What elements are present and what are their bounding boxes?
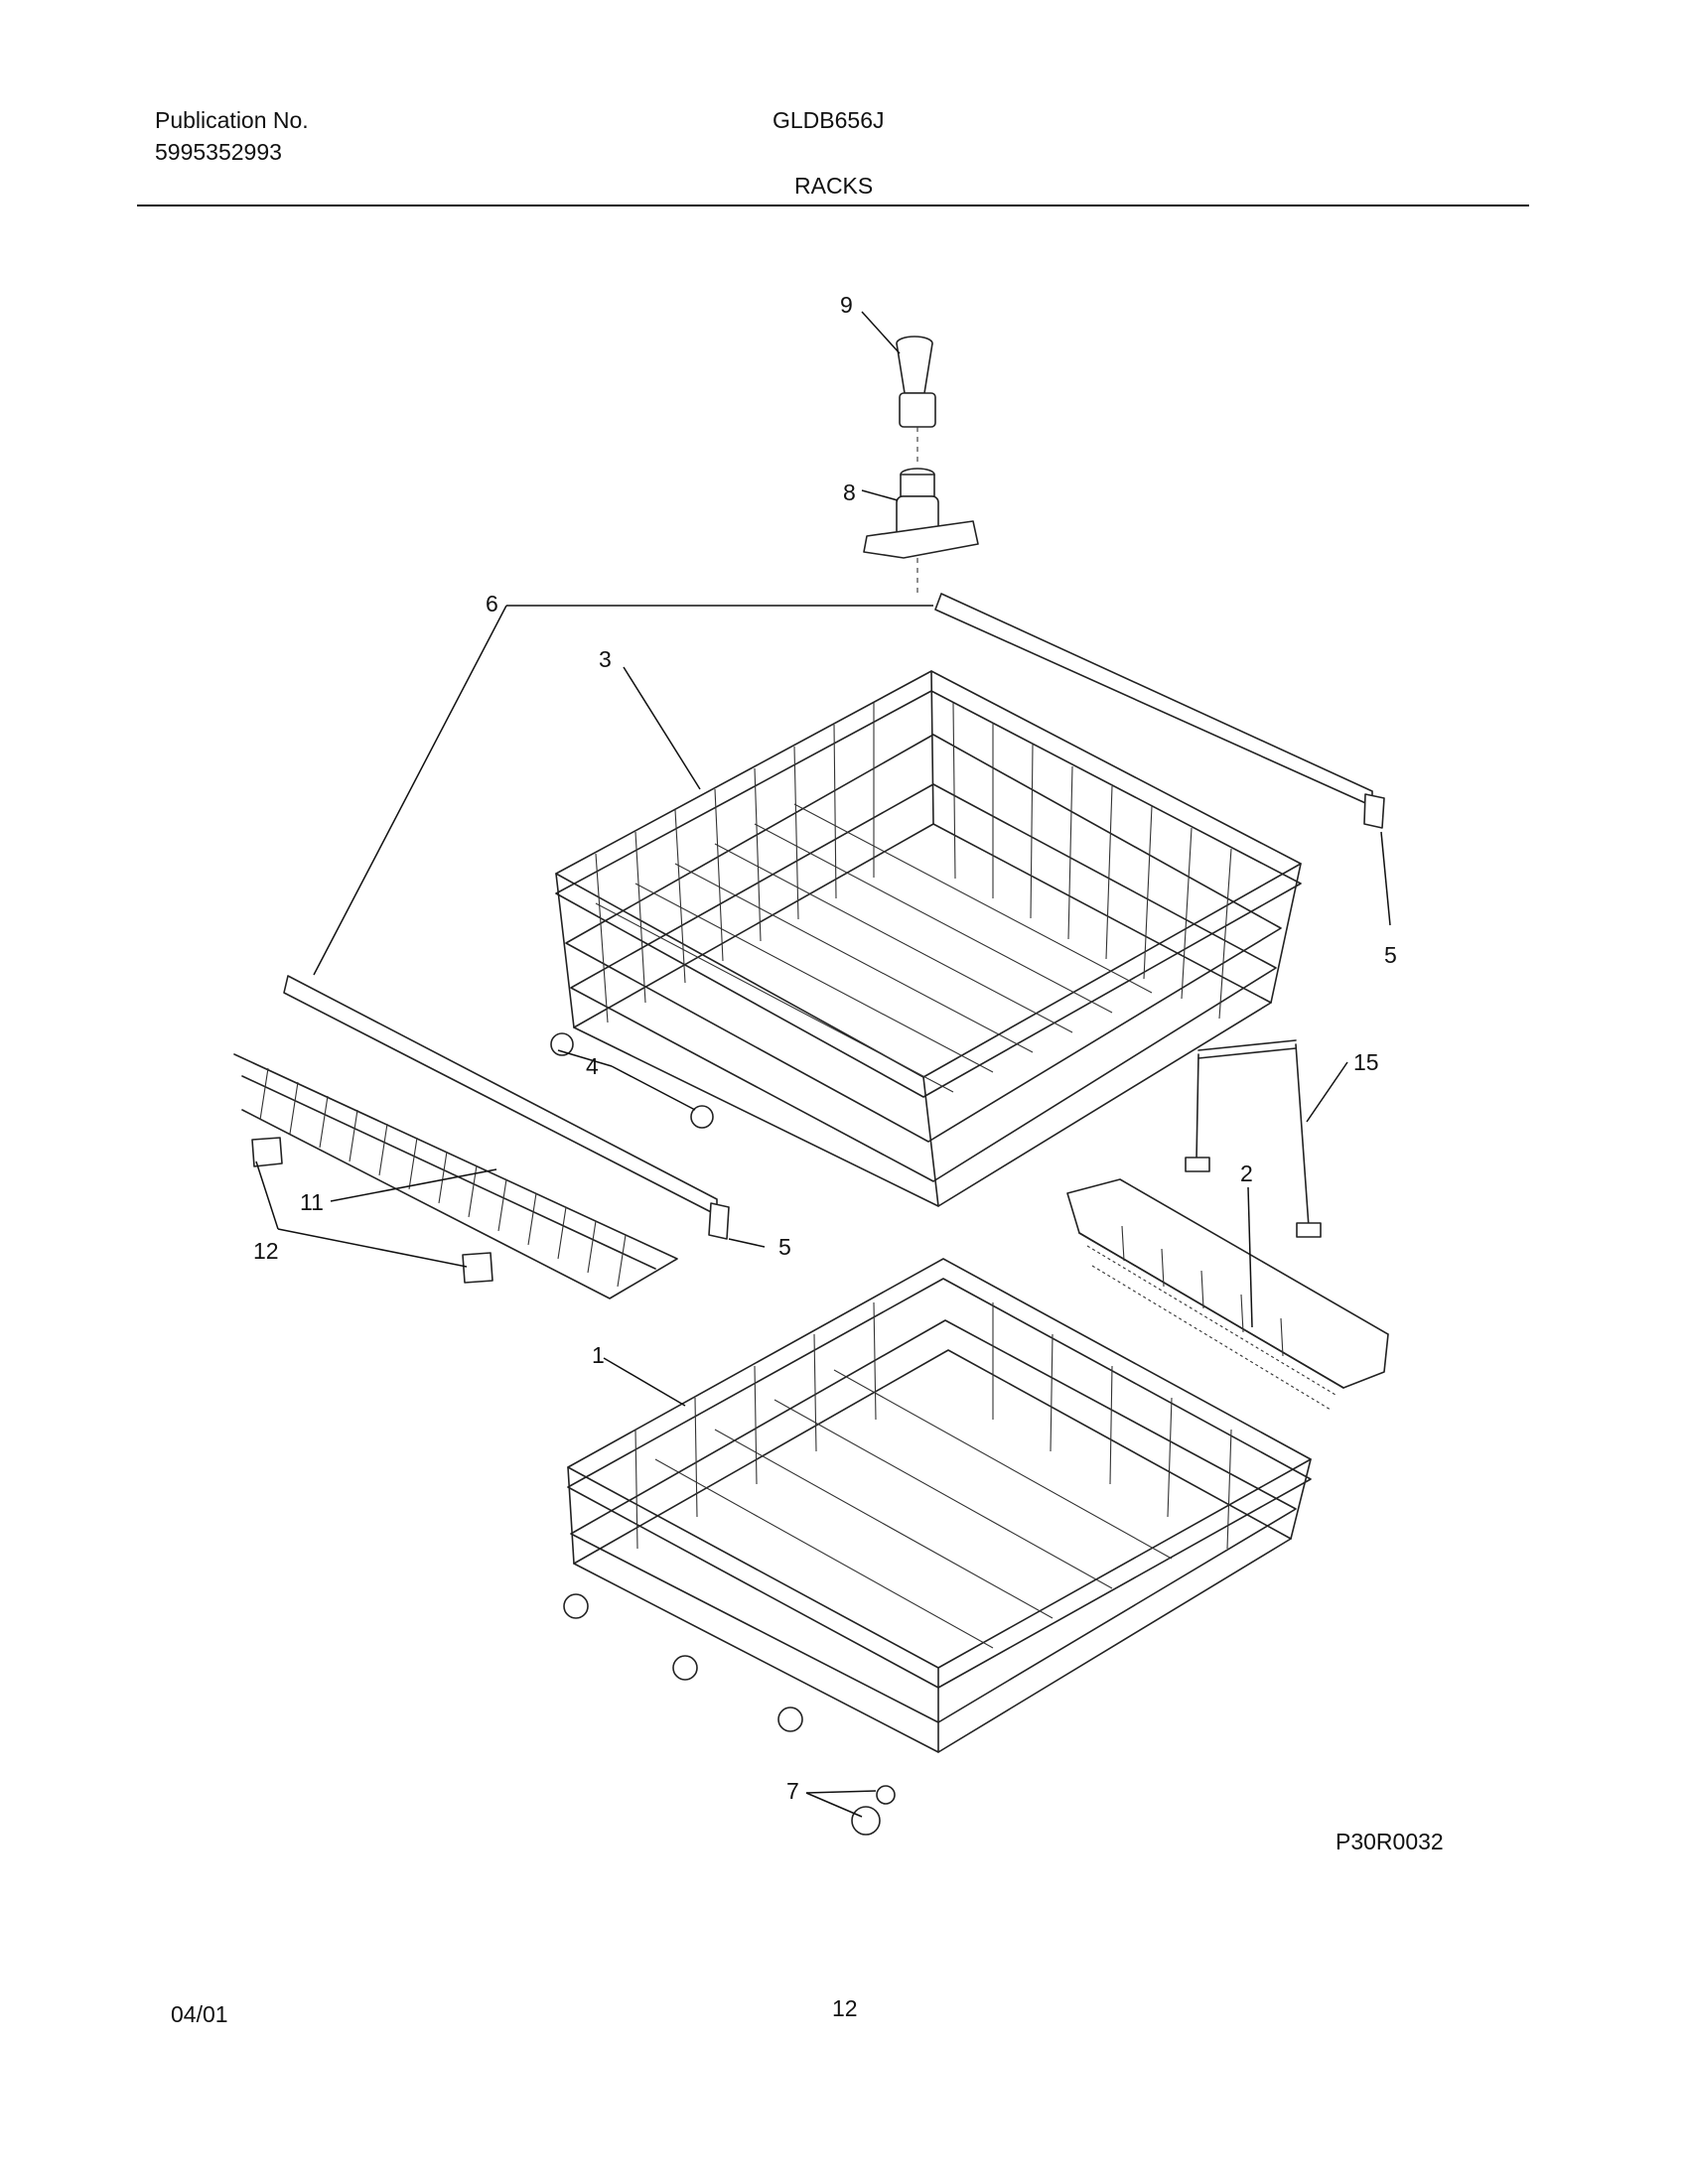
part-8-mount xyxy=(863,468,979,596)
publication-number: 5995352993 xyxy=(155,139,282,165)
section-title: RACKS xyxy=(794,173,874,199)
part-12-clips xyxy=(251,1137,493,1284)
callout-1: 1 xyxy=(592,1342,605,1368)
publication-label: Publication No. xyxy=(155,107,309,133)
callout-5-lower: 5 xyxy=(778,1234,791,1260)
part-3-upper-rack xyxy=(550,670,1302,1207)
callout-11: 11 xyxy=(300,1189,324,1215)
callout-6: 6 xyxy=(486,591,498,616)
callout-2: 2 xyxy=(1240,1160,1253,1186)
part-2-basket xyxy=(1066,1178,1389,1411)
callout-9: 9 xyxy=(840,292,853,318)
callout-3: 3 xyxy=(599,646,612,672)
part-15-handle xyxy=(1185,1039,1322,1238)
leader-lines xyxy=(255,311,1391,1818)
callout-12: 12 xyxy=(253,1238,279,1264)
header-divider xyxy=(137,205,1529,206)
figure-code: P30R0032 xyxy=(1336,1829,1444,1854)
part-7-wheel xyxy=(851,1785,896,1836)
part-6-rails xyxy=(283,593,1385,1240)
page-number: 12 xyxy=(832,1995,858,2021)
model-number: GLDB656J xyxy=(773,107,885,133)
callout-15: 15 xyxy=(1353,1049,1379,1075)
footer-date: 04/01 xyxy=(171,2001,228,2027)
part-1-lower-rack xyxy=(563,1258,1312,1753)
callout-5-upper: 5 xyxy=(1384,942,1397,968)
callout-7: 7 xyxy=(786,1778,799,1804)
callout-4: 4 xyxy=(586,1053,599,1079)
part-9-tube xyxy=(896,336,936,465)
callout-labels: 9 8 6 3 5 4 15 2 11 12 5 1 7 xyxy=(253,292,1397,1804)
part-11-shelf xyxy=(233,1053,678,1299)
callout-8: 8 xyxy=(843,479,856,505)
